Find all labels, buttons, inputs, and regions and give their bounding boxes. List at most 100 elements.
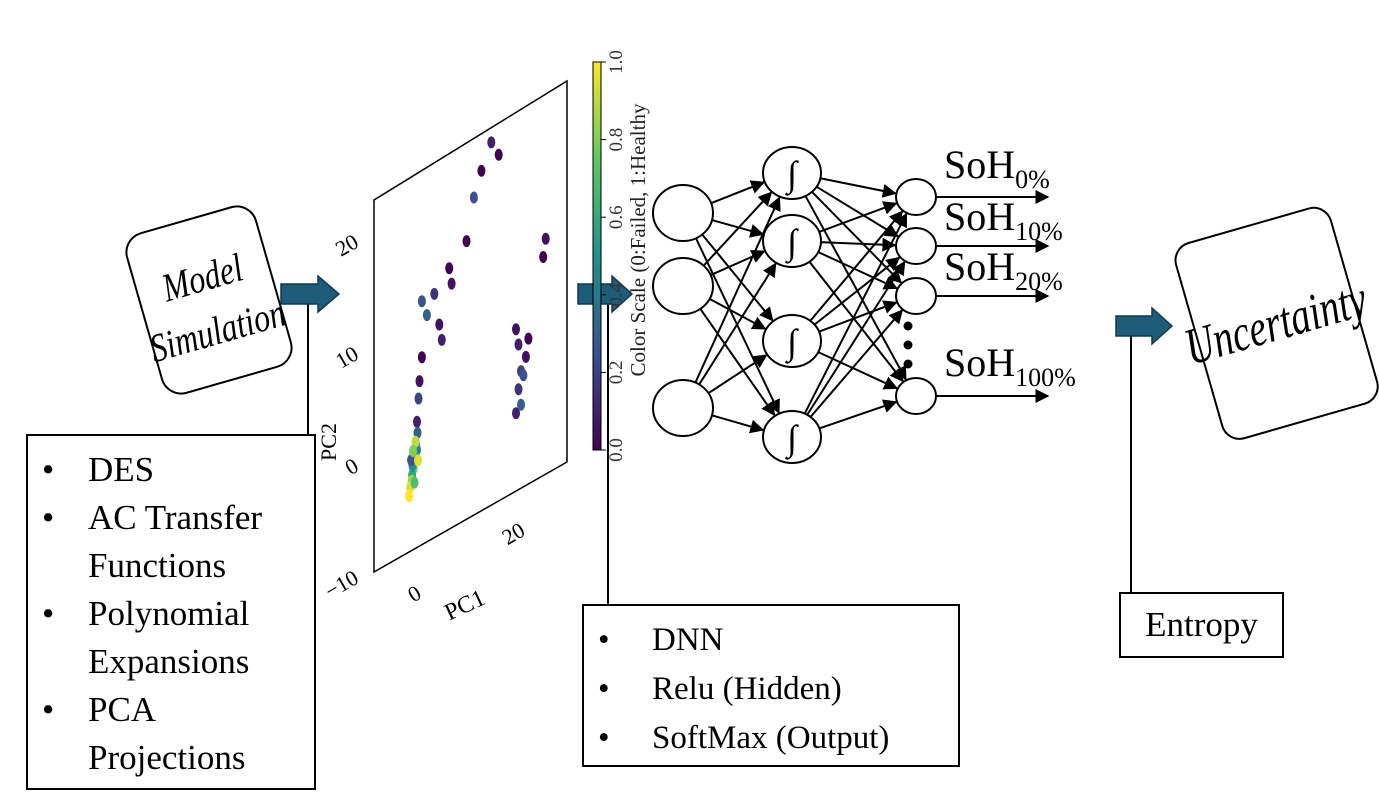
scatter-point — [541, 232, 550, 245]
plot-panel — [373, 79, 568, 574]
method-line: Projections — [88, 738, 246, 777]
colorbar-tick-label: 0.4 — [606, 282, 627, 306]
soh-label: SoH20% — [944, 244, 1063, 296]
y-tick-label: 0 — [340, 453, 362, 480]
bullet: • — [42, 594, 55, 633]
flow-arrow-1 — [280, 274, 341, 314]
scatter-point — [487, 136, 496, 149]
colorbar-tick-label: 0.0 — [606, 438, 627, 462]
dnn-item: • Relu (Hidden) — [584, 665, 958, 714]
method-line: Functions — [88, 546, 227, 585]
network-edge — [817, 201, 898, 234]
network-edge — [817, 399, 898, 430]
scatter-point — [514, 338, 523, 351]
output-node — [895, 377, 937, 415]
network-edge — [706, 354, 768, 395]
scatter-point — [462, 235, 471, 248]
input-node — [652, 379, 714, 437]
network-edge — [808, 260, 904, 383]
soh-label: SoH10% — [944, 194, 1063, 246]
network-edge — [803, 212, 908, 415]
ellipsis-dot — [903, 359, 913, 369]
colorbar-ticks: 0.0 0.2 0.4 0.6 0.8 1.0 — [601, 50, 627, 462]
network-edge — [708, 250, 766, 277]
entropy-box: Entropy — [1119, 592, 1284, 658]
colorbar — [592, 61, 602, 451]
scatter-point — [514, 383, 523, 396]
bullet: • — [42, 690, 55, 729]
network-edge — [702, 191, 773, 268]
colorbar-tick-label: 0.6 — [606, 205, 627, 229]
network-edge — [816, 350, 899, 390]
method-item: • AC Transfer Functions — [28, 494, 314, 590]
scatter-point — [409, 445, 417, 457]
neural-network: ∫ ∫ ∫ ∫ SoH0% SoH10% — [652, 142, 1076, 464]
network-edge — [813, 256, 901, 326]
network-edge — [698, 307, 776, 417]
scatter-point — [447, 277, 456, 290]
scatter-point — [411, 435, 420, 448]
scatter-point — [494, 148, 503, 161]
dnn-item: • SoftMax (Output) — [584, 714, 958, 763]
scatter-point — [417, 351, 426, 364]
scatter-point — [435, 318, 444, 331]
network-edge — [819, 237, 897, 252]
scatter-point — [410, 476, 419, 489]
bullet: • — [42, 498, 55, 537]
scatter-point — [405, 490, 414, 502]
y-tick-label: −10 — [320, 565, 362, 604]
scatter-point — [437, 333, 446, 346]
network-edge — [707, 297, 767, 330]
scatter-point — [539, 251, 548, 263]
network-edge — [815, 185, 900, 238]
x-tick-label: 0 — [403, 580, 425, 607]
dnn-item: • DNN — [584, 616, 958, 665]
bullet: • — [598, 720, 610, 756]
method-line: Expansions — [88, 642, 250, 681]
dnn-line: SoftMax (Output) — [652, 720, 890, 756]
scatter-point — [417, 295, 426, 308]
bullet: • — [598, 671, 610, 707]
model-simulation-frame — [125, 205, 293, 395]
hidden-node — [762, 146, 822, 200]
y-tick-label: 10 — [331, 341, 363, 374]
scatter-point — [415, 375, 424, 388]
soh-label: SoH0% — [944, 142, 1050, 194]
uncertainty-frame — [1174, 206, 1379, 440]
flow-arrow-2 — [577, 274, 634, 314]
network-edge — [809, 309, 904, 419]
scatter-point — [519, 369, 528, 382]
hidden-node — [762, 214, 822, 268]
input-layer — [652, 184, 714, 437]
scatter-point — [407, 454, 416, 467]
model-simulation-card: Model Simulation — [125, 205, 293, 395]
output-layer — [895, 178, 937, 415]
output-arrows — [936, 190, 1050, 403]
methods-box: • DES • AC Transfer Functions • Polynomi… — [26, 434, 316, 790]
output-node — [895, 178, 937, 216]
network-edge — [709, 180, 766, 205]
scatter-point — [512, 407, 520, 420]
colorbar-label: Color Scale (0:Failed, 1:Healthy — [626, 103, 650, 376]
scatter-points — [405, 136, 550, 502]
hidden-layer: ∫ ∫ ∫ ∫ — [762, 146, 822, 464]
scatter-point — [430, 287, 439, 300]
output-labels: SoH0% SoH10% SoH20% SoH100% — [944, 142, 1076, 392]
network-edge — [816, 250, 899, 290]
input-node — [652, 184, 714, 242]
network-edge — [700, 232, 774, 322]
entropy-label: Entropy — [1145, 605, 1258, 644]
colorbar-tick-label: 0.8 — [606, 128, 627, 152]
network-edge — [817, 300, 898, 334]
ellipsis-dot — [903, 340, 913, 350]
method-line: Polynomial — [88, 594, 250, 633]
ellipsis-dot — [903, 321, 913, 331]
colorbar-tick-label: 1.0 — [606, 50, 627, 74]
network-edge — [818, 177, 897, 198]
scatter-point — [414, 454, 422, 467]
bullet: • — [42, 450, 55, 489]
scatter-point — [512, 323, 520, 336]
colorbar-tick-label: 0.2 — [606, 361, 627, 385]
method-line: DES — [88, 450, 155, 489]
